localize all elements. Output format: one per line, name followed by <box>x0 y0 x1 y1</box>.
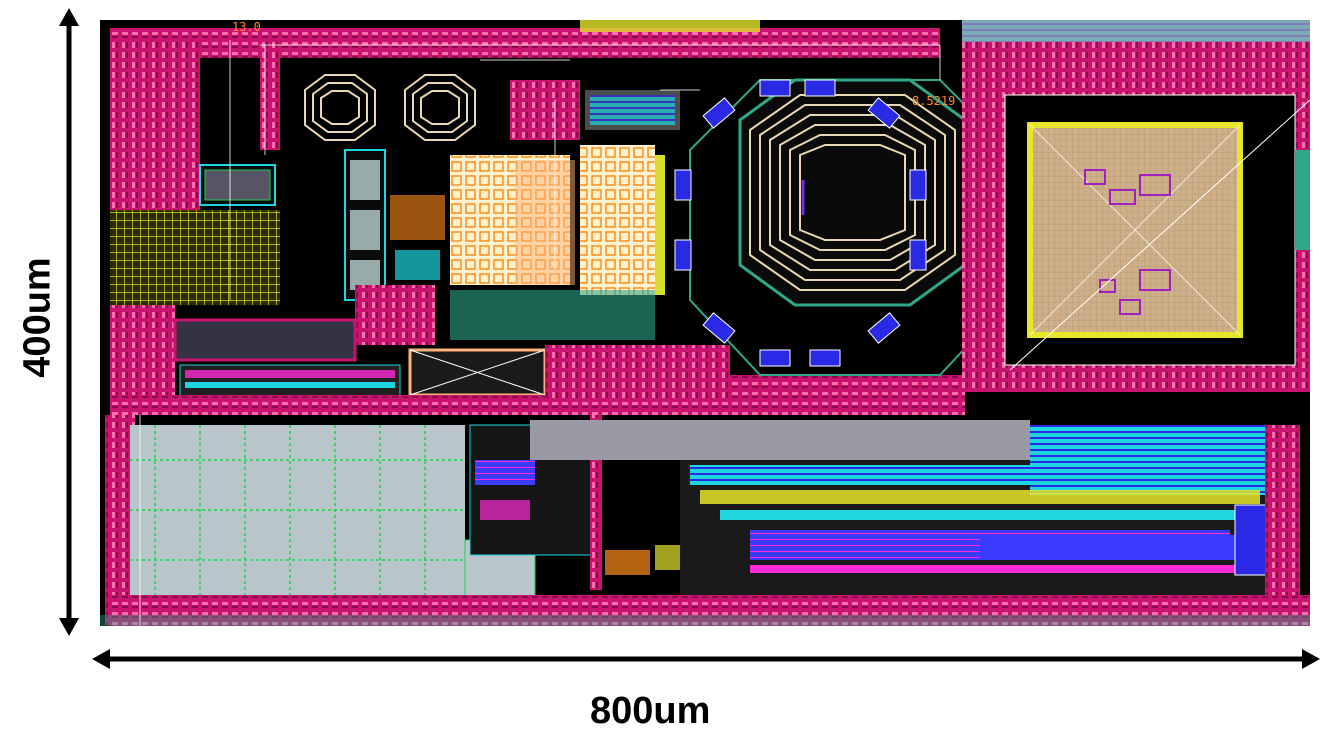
width-label: 800um <box>590 690 711 732</box>
ruler-label-b: 8.5219 <box>912 94 956 108</box>
height-label: 400um <box>16 257 59 378</box>
top-bar <box>110 28 940 58</box>
width-arrow <box>92 649 1320 669</box>
chip-layout: 13.0 8.5219 <box>100 20 1310 626</box>
small-inductor-right <box>404 74 476 141</box>
small-inductor-left <box>304 74 376 141</box>
ruler-label-a: 13.0 <box>232 20 261 34</box>
large-inductor <box>689 78 1011 376</box>
height-arrow <box>59 8 79 636</box>
gray-array <box>130 425 465 600</box>
inductor-pads <box>674 79 927 367</box>
bottom-ring <box>110 595 1310 626</box>
yellow-grid-block <box>110 210 280 305</box>
left-ring <box>110 40 200 210</box>
layout-drawing <box>100 20 1310 626</box>
